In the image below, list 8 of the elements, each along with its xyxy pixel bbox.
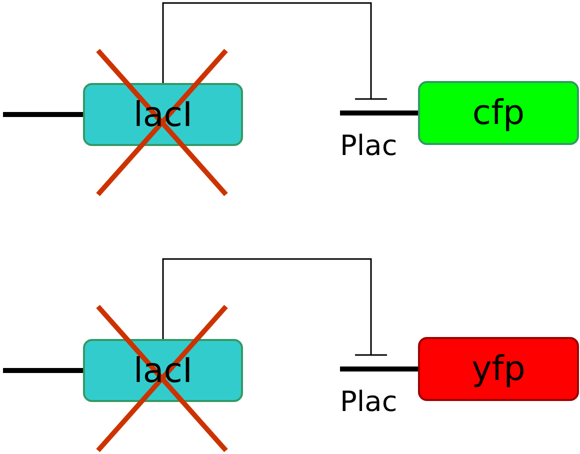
gene-label: yfp — [472, 349, 526, 389]
promoter-label: Plac — [340, 129, 398, 162]
gene-box — [418, 81, 579, 145]
gene-box — [418, 337, 579, 401]
repression-line — [162, 2, 388, 100]
gene-label: cfp — [472, 93, 525, 133]
repression-line — [162, 258, 388, 356]
promoter-label: Plac — [340, 385, 398, 418]
